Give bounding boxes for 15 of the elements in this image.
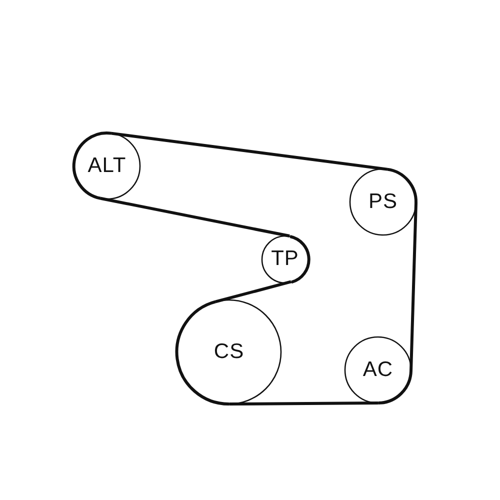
- pulley: [174, 297, 284, 407]
- pulley-label: TP: [271, 247, 299, 271]
- belt-segment: [215, 280, 292, 304]
- pulley-label: AC: [362, 358, 394, 382]
- pulley-label: ALT: [88, 154, 126, 178]
- pulley: [258, 232, 312, 286]
- pulley-label: PS: [368, 190, 398, 214]
- belt-segment: [100, 196, 290, 238]
- pulley-label: CS: [214, 340, 244, 364]
- belt-segment: [410, 202, 418, 372]
- pulley: [342, 334, 414, 406]
- pulley: [347, 166, 419, 238]
- belt-segment: [229, 402, 378, 406]
- belt-segment: [111, 132, 388, 171]
- pulley: [71, 130, 143, 202]
